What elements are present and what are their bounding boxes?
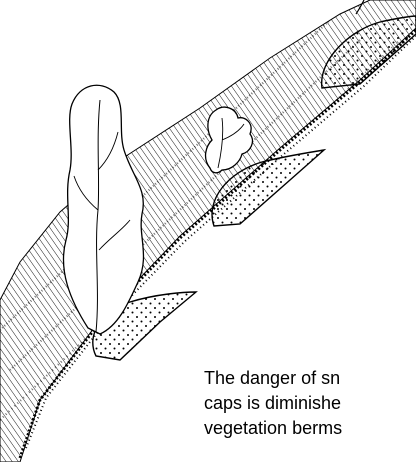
- caption-line-1: The danger of sn: [204, 366, 416, 391]
- caption-line-2: caps is diminishe: [204, 391, 416, 416]
- caption-line-3: vegetation berms: [204, 416, 416, 441]
- large-shrub: [63, 85, 143, 334]
- figure-caption: The danger of sn caps is diminishe veget…: [204, 366, 416, 441]
